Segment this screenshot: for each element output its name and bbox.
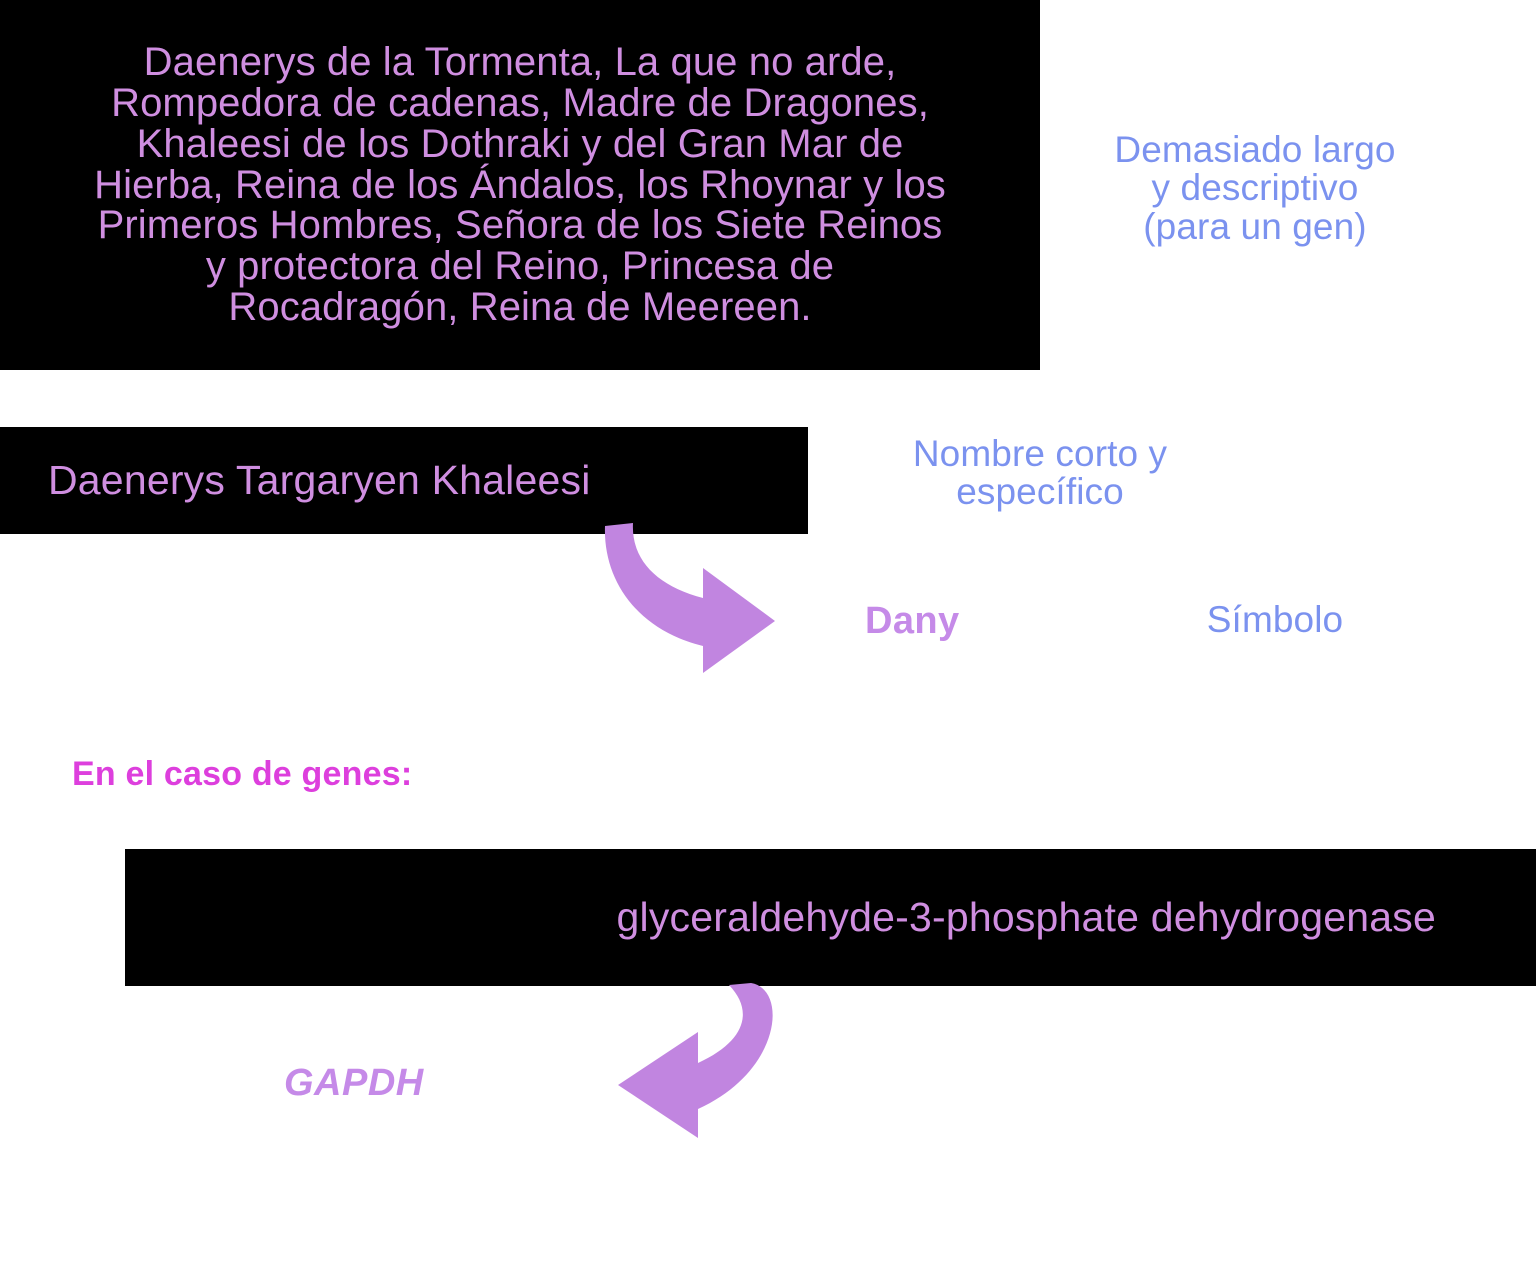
curved-arrow-right-icon bbox=[604, 523, 775, 673]
short-name-text: Daenerys Targaryen Khaleesi bbox=[48, 456, 591, 503]
annotation-symbol: Símbolo bbox=[1206, 599, 1344, 640]
long-name-text: Daenerys de la Tormenta, La que no arde,… bbox=[94, 40, 946, 329]
annotation-short-specific: Nombre corto y específico bbox=[912, 433, 1168, 513]
gene-symbol-label: GAPDH bbox=[284, 1062, 424, 1104]
gene-name-bar: glyceraldehyde-3-phosphate dehydrogenase bbox=[125, 849, 1536, 986]
gene-case-heading: En el caso de genes: bbox=[72, 755, 413, 793]
long-name-bar: Daenerys de la Tormenta, La que no arde,… bbox=[0, 0, 1040, 370]
annotation-too-long: Demasiado largo y descriptivo (para un g… bbox=[1114, 129, 1396, 247]
nickname-label: Dany bbox=[865, 600, 960, 642]
gene-name-text: glyceraldehyde-3-phosphate dehydrogenase bbox=[616, 893, 1436, 940]
curved-arrow-left-icon bbox=[618, 983, 773, 1138]
short-name-bar: Daenerys Targaryen Khaleesi bbox=[0, 427, 808, 534]
